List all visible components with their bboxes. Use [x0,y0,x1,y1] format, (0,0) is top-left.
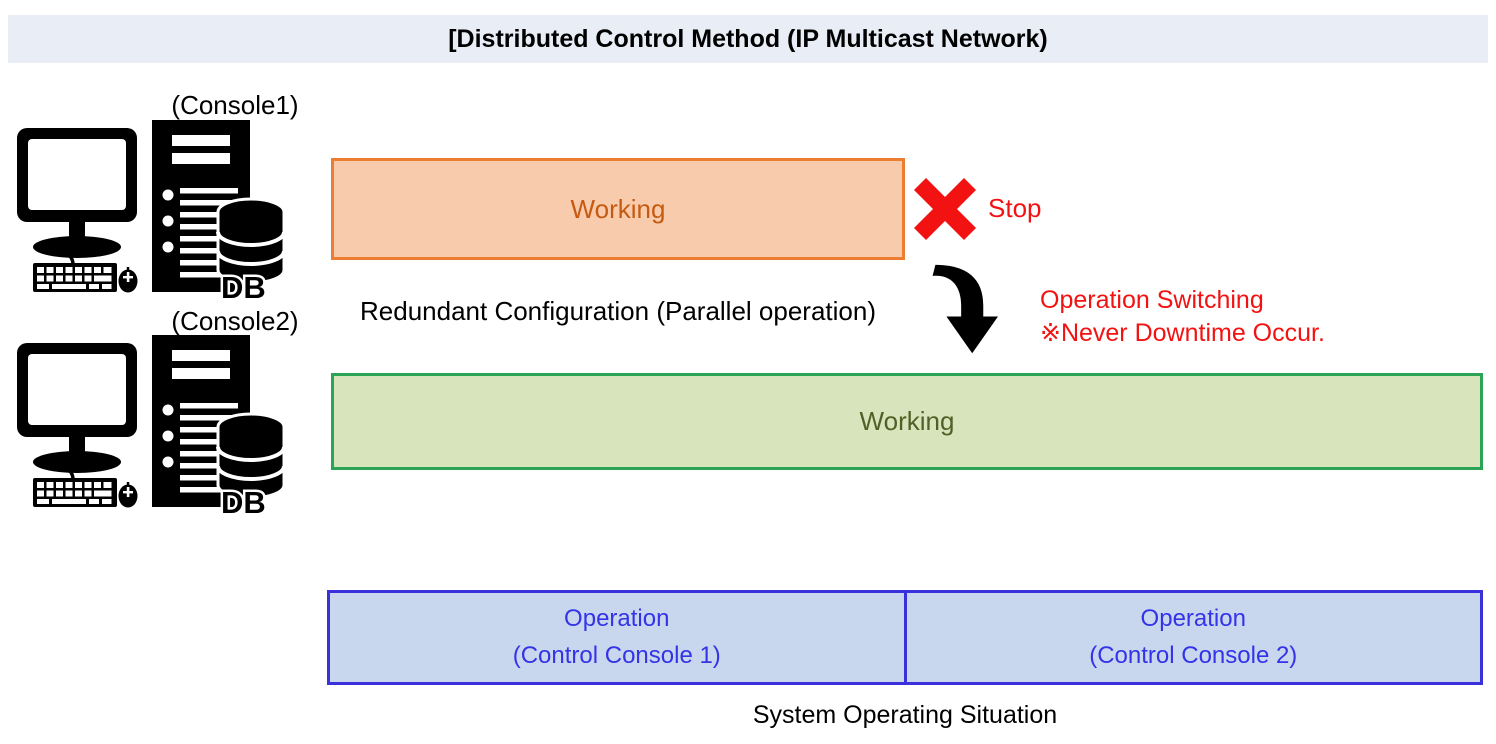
system-caption: System Operating Situation [752,701,1058,729]
console2-workstation-icon [15,341,140,509]
console2-db-label: DB [221,485,266,518]
console2-label: (Console2) [171,306,299,336]
operation-cell1-title: Operation [564,605,670,633]
working-bar-primary: Working [331,158,905,260]
working-bar-secondary: Working [331,373,1483,470]
console1-workstation-icon [15,126,140,294]
working-bar-secondary-label: Working [859,406,955,436]
console2-server-db-icon: DB [152,335,286,518]
switching-note: Operation Switching ※Never Downtime Occu… [1040,284,1325,350]
switching-note-line1: Operation Switching [1040,286,1264,314]
console1-label: (Console1) [171,90,299,120]
console1-db-label: DB [221,270,266,303]
redundant-caption: Redundant Configuration (Parallel operat… [360,296,876,326]
operation-table: Operation (Control Console 1) Operation … [327,590,1483,685]
operation-cell2-subtitle: (Control Console 2) [1089,641,1298,669]
operation-cell1-subtitle: (Control Console 1) [512,641,721,669]
console1-server-db-icon: DB [152,120,286,303]
stop-cross-icon [912,176,978,242]
title-bar: [Distributed Control Method (IP Multicas… [8,15,1488,63]
stop-label: Stop [988,193,1042,223]
operation-cell2-title: Operation [1140,605,1246,633]
page-title: [Distributed Control Method (IP Multicas… [448,24,1048,53]
operation-cell-console2: Operation (Control Console 2) [907,593,1481,682]
working-bar-primary-label: Working [570,193,666,224]
operation-cell-console1: Operation (Control Console 1) [330,593,907,682]
operation-switch-arrow-icon [932,264,998,354]
switching-note-line2: ※Never Downtime Occur. [1040,319,1325,347]
